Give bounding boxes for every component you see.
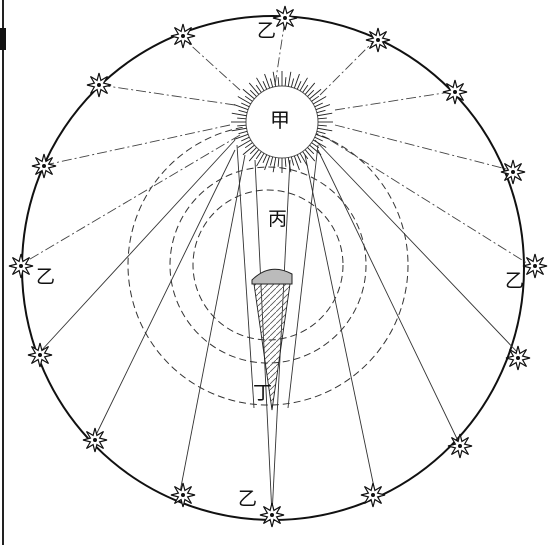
star-icon [366,28,390,52]
star-label-top: 乙 [257,22,276,41]
star-label-bottom: 乙 [238,490,257,509]
star-icon [28,343,52,367]
stars-group [9,6,547,527]
star-icon [260,503,284,527]
sun-label: 甲 [270,110,290,130]
star-icon [9,254,33,278]
star-label-right: 乙 [505,272,524,291]
star-icon [501,160,525,184]
star-icon [171,24,195,48]
star-icon [448,434,472,458]
star-label-left: 乙 [36,268,55,287]
star-icon [523,254,547,278]
star-icon [87,73,111,97]
inner-region-label: 丙 [268,210,287,229]
shadow-tip-label: 丁 [253,384,272,403]
page-border-mark [0,28,6,50]
star-icon [361,483,385,507]
star-icon [171,483,195,507]
star-icon [32,154,56,178]
star-icon [83,428,107,452]
star-icon [273,6,297,30]
star-icon [506,346,530,370]
star-icon [443,80,467,104]
